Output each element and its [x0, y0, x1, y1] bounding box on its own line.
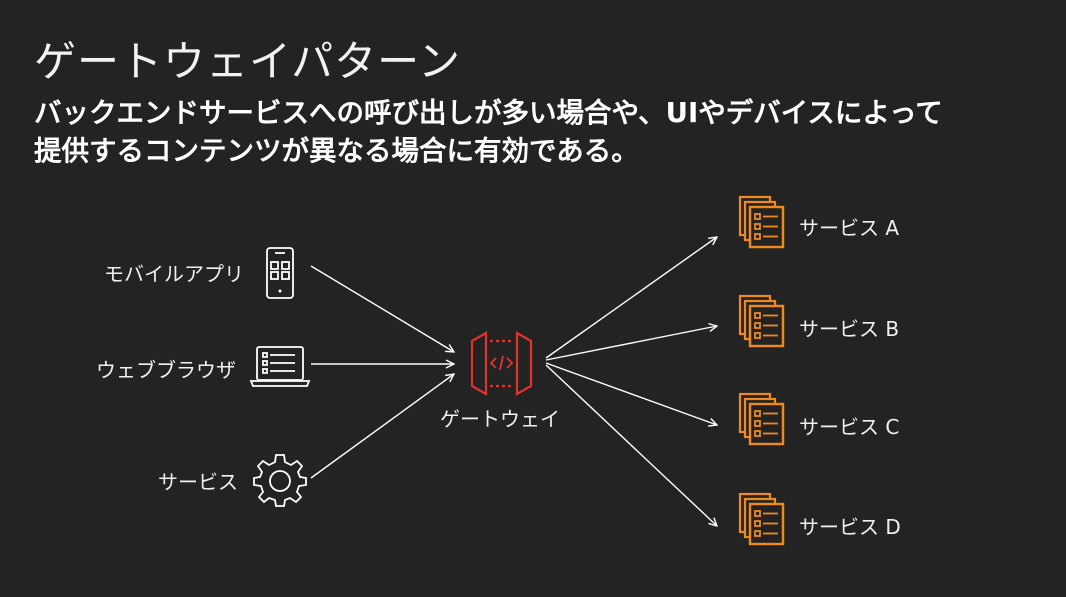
- subtitle-line-1: バックエンドサービスへの呼び出しが多い場合や、UIやデバイスによって: [34, 97, 943, 129]
- arrow-gateway-to-service-b: [545, 326, 717, 361]
- gear-icon: [253, 454, 307, 507]
- client-label-service: サービス: [158, 470, 238, 494]
- arrow-service-to-gateway: [310, 374, 454, 479]
- service-b-icon: [738, 294, 785, 348]
- slide-subtitle: バックエンドサービスへの呼び出しが多い場合や、UIやデバイスによって 提供するコ…: [34, 94, 1044, 170]
- subtitle-line-2: 提供するコンテンツが異なる場合に有効である。: [34, 135, 639, 167]
- api-gateway-icon: [470, 331, 533, 396]
- service-label-a: サービス A: [799, 216, 900, 240]
- service-label-d: サービス D: [799, 515, 901, 539]
- laptop-browser-icon: [249, 346, 311, 387]
- client-label-web-browser: ウェブブラウザ: [96, 358, 236, 382]
- slide-title: ゲートウェイパターン: [34, 37, 462, 86]
- mobile-phone-icon: [266, 247, 294, 299]
- arrow-mobile-to-gateway: [310, 265, 454, 352]
- arrow-gateway-to-service-c: [545, 362, 717, 425]
- service-c-icon: [738, 392, 785, 446]
- gateway-label: ゲートウェイ: [440, 407, 560, 431]
- service-label-c: サービス C: [799, 415, 900, 439]
- service-label-b: サービス B: [799, 317, 900, 341]
- service-d-icon: [738, 492, 785, 546]
- service-a-icon: [738, 195, 785, 249]
- arrow-gateway-to-service-a: [545, 237, 717, 359]
- arrow-gateway-to-service-d: [545, 364, 717, 526]
- client-label-mobile-app: モバイルアプリ: [104, 262, 244, 286]
